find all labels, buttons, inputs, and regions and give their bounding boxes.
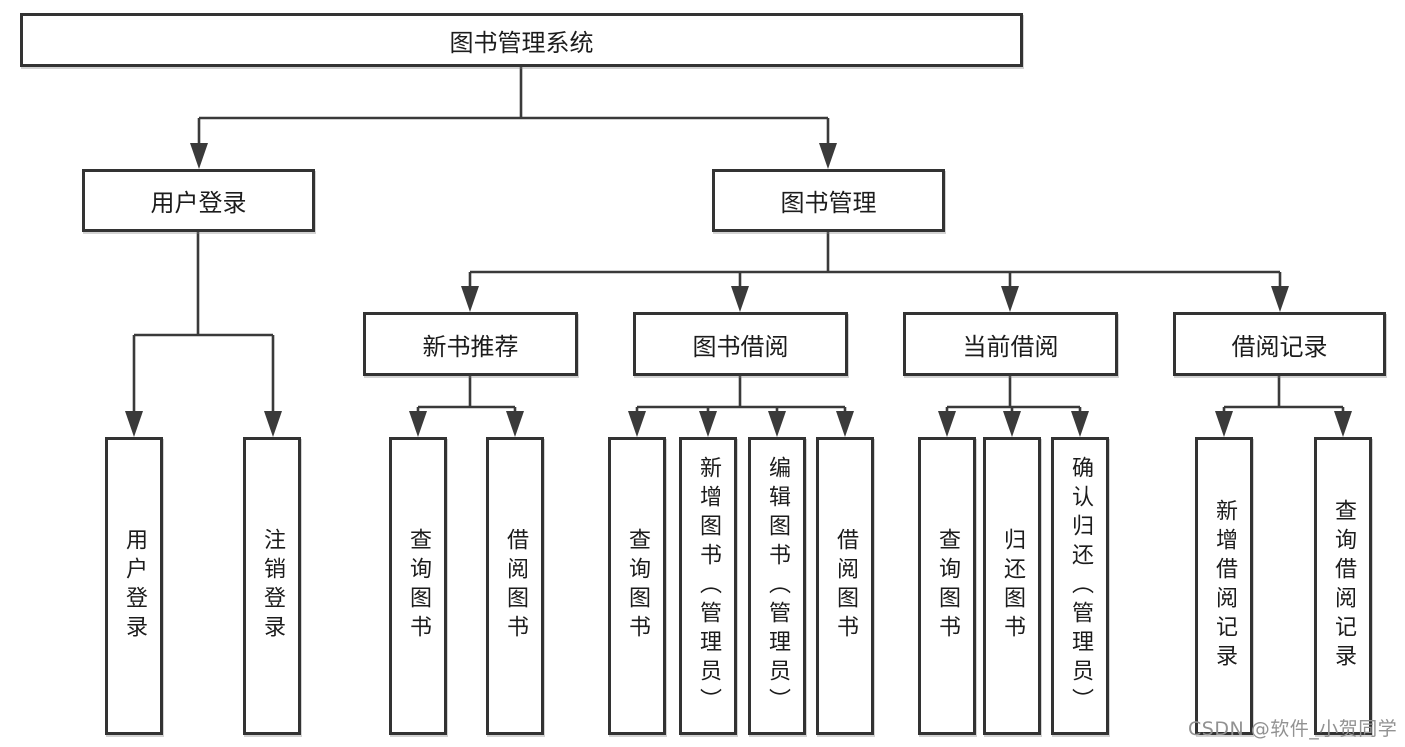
node-label: 新增图书（管理员） (696, 455, 721, 717)
leaf-query-books: 查询图书 (608, 437, 666, 735)
csdn-watermark: CSDN @软件_小贺同学 (1188, 718, 1398, 740)
node-label: 图书管理 (780, 189, 877, 217)
node-user-login: 用户登录 (82, 169, 315, 232)
node-label: 借阅记录 (1231, 332, 1328, 361)
node-new-book-recommendation: 新书推荐 (363, 312, 578, 376)
leaf-confirm-return-admin: 确认归还（管理员） (1051, 437, 1109, 735)
node-label: 归还图书 (1000, 528, 1025, 644)
node-library-management-system: 图书管理系统 (20, 13, 1023, 67)
node-label: 借阅图书 (833, 528, 858, 644)
leaf-logout: 注销登录 (243, 437, 301, 735)
leaf-borrow-books: 借阅图书 (816, 437, 874, 735)
node-label: 查询图书 (935, 528, 960, 644)
node-label: 新增借阅记录 (1212, 499, 1237, 673)
node-label: 用户登录 (122, 528, 147, 644)
node-label: 查询图书 (625, 528, 650, 644)
node-label: 图书管理系统 (449, 28, 594, 57)
leaf-query-books: 查询图书 (389, 437, 447, 735)
leaf-add-books-admin: 新增图书（管理员） (679, 437, 737, 735)
node-label: 查询图书 (406, 528, 431, 644)
node-label: 用户登录 (150, 189, 247, 217)
node-label: 注销登录 (260, 528, 285, 644)
node-label: 确认归还（管理员） (1068, 455, 1093, 717)
leaf-add-borrow-record: 新增借阅记录 (1195, 437, 1253, 735)
node-book-borrowing: 图书借阅 (633, 312, 848, 376)
node-current-borrowing: 当前借阅 (903, 312, 1118, 376)
node-label: 图书借阅 (692, 332, 789, 361)
node-label: 编辑图书（管理员） (765, 455, 790, 717)
node-label: 查询借阅记录 (1331, 499, 1356, 673)
node-label: 新书推荐 (422, 332, 519, 361)
node-label: 当前借阅 (962, 332, 1059, 361)
leaf-borrow-books: 借阅图书 (486, 437, 544, 735)
leaf-return-books: 归还图书 (983, 437, 1041, 735)
node-borrowing-records: 借阅记录 (1173, 312, 1386, 376)
node-book-management: 图书管理 (712, 169, 945, 232)
leaf-query-borrow-record: 查询借阅记录 (1314, 437, 1372, 735)
leaf-edit-books-admin: 编辑图书（管理员） (748, 437, 806, 735)
node-label: 借阅图书 (503, 528, 528, 644)
leaf-query-books: 查询图书 (918, 437, 976, 735)
leaf-user-login: 用户登录 (105, 437, 163, 735)
